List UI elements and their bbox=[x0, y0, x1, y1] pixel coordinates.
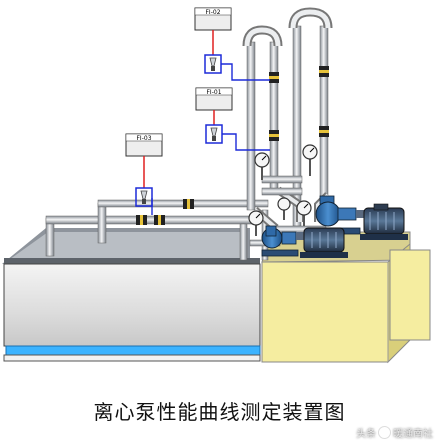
flowmeter-fi01: FI-01 bbox=[195, 87, 233, 144]
watermark-prefix: 头条 bbox=[356, 429, 376, 440]
pressure-gauge-icon bbox=[277, 197, 291, 220]
pressure-gauge-icon bbox=[254, 152, 270, 180]
centrifugal-pump-front bbox=[249, 225, 299, 257]
flange bbox=[136, 215, 147, 225]
flange bbox=[269, 72, 279, 83]
flowmeter-label: FI-03 bbox=[136, 135, 151, 142]
motor-rear bbox=[356, 203, 408, 240]
flange bbox=[319, 126, 329, 137]
discharge-pipe-loop-right bbox=[288, 7, 333, 227]
pressure-gauge-icon bbox=[248, 210, 264, 236]
diagram-caption: 离心泵性能曲线测定装置图 bbox=[93, 400, 346, 424]
flowmeter-fi03: FI-03 bbox=[125, 133, 163, 207]
watermark-text: 暖通南社 bbox=[393, 429, 433, 440]
flowmeter-fi02: FI-02 bbox=[194, 7, 232, 74]
pressure-gauge-icon bbox=[296, 200, 312, 226]
flange bbox=[269, 130, 279, 141]
watermark-logo-icon bbox=[378, 426, 391, 439]
pressure-gauge-icon bbox=[302, 144, 318, 176]
flowmeter-label: FI-02 bbox=[205, 9, 220, 16]
flange bbox=[154, 215, 165, 225]
watermark: 头条 暖通南社 bbox=[356, 425, 433, 440]
pipe-flanges bbox=[136, 66, 329, 225]
pressure-gauges bbox=[248, 144, 318, 236]
signal-wires bbox=[151, 63, 270, 215]
motor-front bbox=[296, 227, 348, 258]
flange bbox=[183, 199, 194, 209]
flowmeter-label: FI-01 bbox=[206, 89, 221, 96]
discharge-pipe-loop-left bbox=[242, 25, 283, 211]
water-level-stripe bbox=[5, 345, 261, 356]
water-tank bbox=[2, 228, 261, 362]
flange bbox=[319, 66, 329, 77]
